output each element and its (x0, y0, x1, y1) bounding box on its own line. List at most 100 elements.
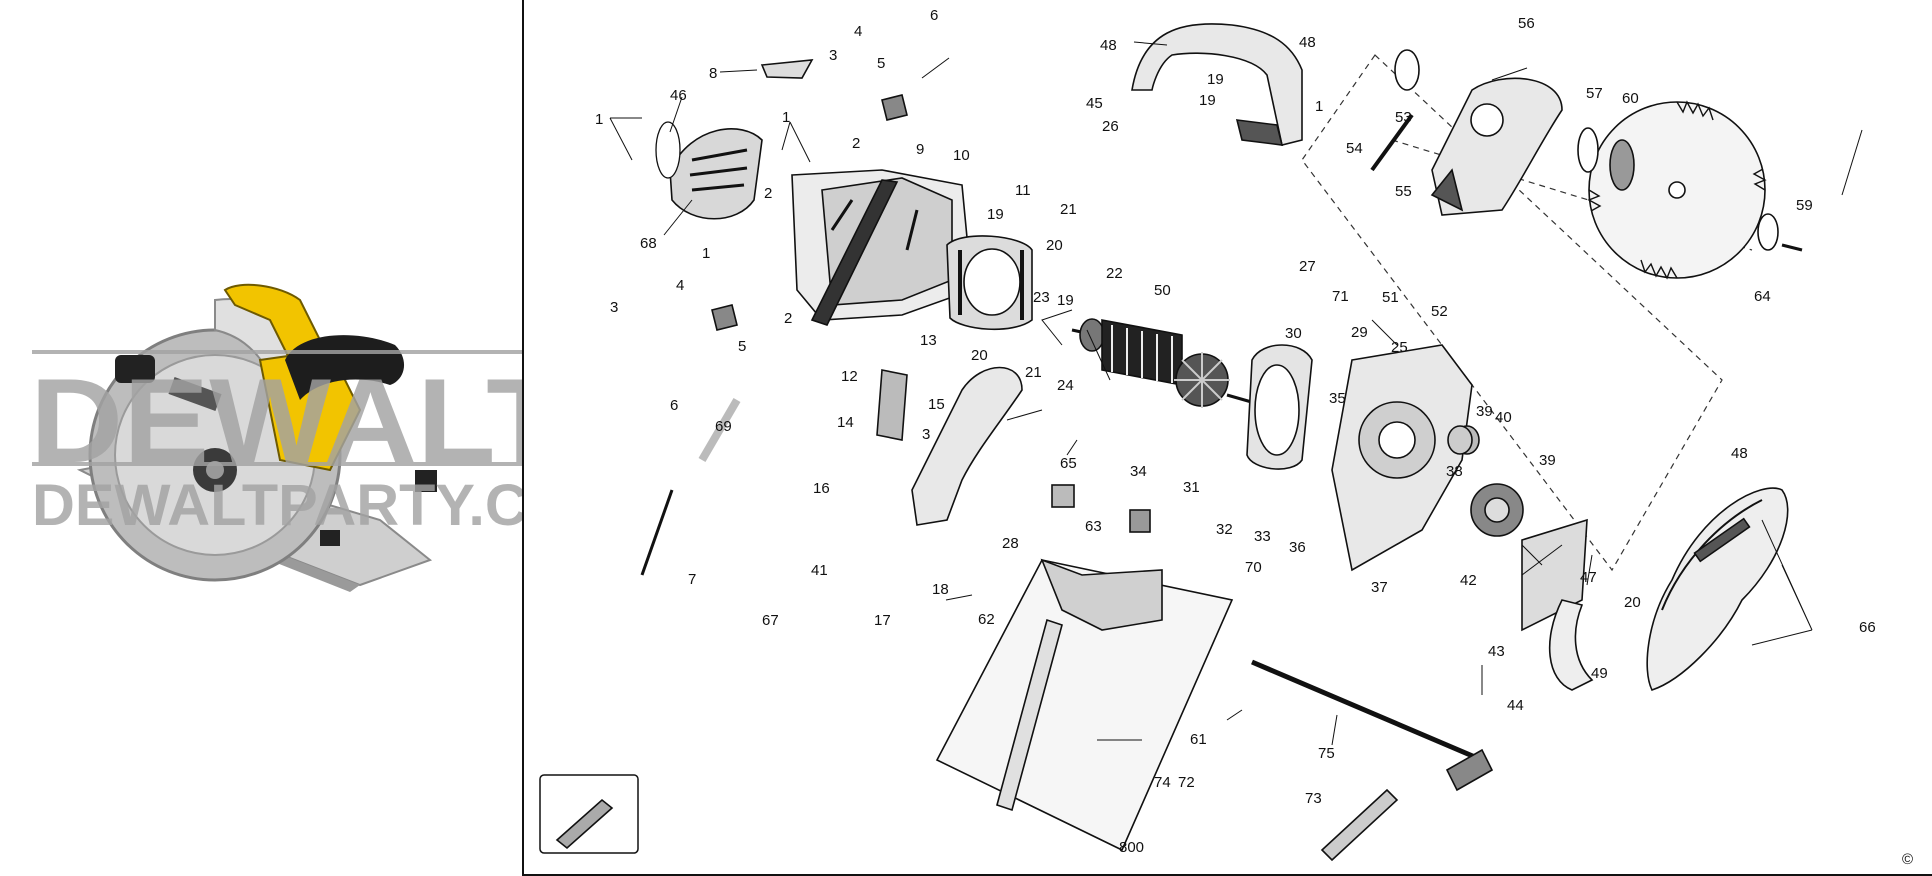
part-label: 69 (715, 418, 732, 435)
part-label: 74 (1154, 774, 1171, 791)
part-label: 62 (978, 611, 995, 628)
part-label: 14 (837, 414, 854, 431)
part-label: 5 (877, 55, 885, 72)
part-saw-blade (1587, 100, 1767, 280)
part-label: 4 (854, 23, 862, 40)
part-front-handle (911, 366, 1023, 526)
part-lower-guard (1646, 487, 1789, 691)
part-label: 1 (595, 111, 603, 128)
part-label: 49 (1591, 665, 1608, 682)
part-label: 48 (1100, 37, 1117, 54)
part-label: 2 (764, 185, 772, 202)
blade-alignment-dashed-line (1301, 54, 1723, 572)
part-label: 6 (670, 397, 678, 414)
part-label: 41 (811, 562, 828, 579)
part-label: 46 (670, 87, 687, 104)
watermark: DEWALT DEWALTPARTY.CZ ® (30, 350, 522, 538)
part-label: 21 (1025, 364, 1042, 381)
part-fan-baffle (1246, 344, 1313, 470)
part-label: 10 (953, 147, 970, 164)
part-label: 73 (1305, 790, 1322, 807)
part-label: 800 (1119, 839, 1144, 856)
part-label: 1 (702, 245, 710, 262)
part-label: 38 (1446, 463, 1463, 480)
part-label: 24 (1057, 377, 1074, 394)
part-label: 8 (709, 65, 717, 82)
watermark-brand: DEWALT (30, 354, 522, 488)
part-field-coil (946, 235, 1033, 331)
part-label: 48 (1299, 34, 1316, 51)
product-photo-panel: DEWALT DEWALTPARTY.CZ ® (0, 0, 522, 876)
part-label: 36 (1289, 539, 1306, 556)
part-label: 23 (1033, 289, 1050, 306)
part-label: 19 (1207, 71, 1224, 88)
part-label: 3 (922, 426, 930, 443)
part-label: 50 (1154, 282, 1171, 299)
part-label: 63 (1085, 518, 1102, 535)
part-label: 12 (841, 368, 858, 385)
part-label: 55 (1395, 183, 1412, 200)
part-label: 57 (1586, 85, 1603, 102)
part-armature (1071, 318, 1263, 408)
part-label: 70 (1245, 559, 1262, 576)
part-label: 42 (1460, 572, 1477, 589)
part-label: 39 (1539, 452, 1556, 469)
part-gear (1470, 483, 1524, 537)
saw-illustration (76, 283, 437, 592)
part-label: 19 (1199, 92, 1216, 109)
part-label: 53 (1395, 109, 1412, 126)
part-label: 39 (1476, 403, 1493, 420)
part-main-handle (1131, 23, 1303, 146)
part-gear-housing (1331, 344, 1480, 572)
part-label: 1 (782, 109, 790, 126)
parts-diagram-svg: 1 46 68 1 2 2 3 4 5 6 8 9 10 11 1 2 3 4 … (539, 7, 1913, 868)
part-label: 59 (1796, 197, 1813, 214)
part-label: 18 (932, 581, 949, 598)
part-label: 47 (1580, 569, 1597, 586)
part-label: 26 (1102, 118, 1119, 135)
part-label: 6 (930, 7, 938, 24)
part-label: 20 (971, 347, 988, 364)
part-label: 52 (1431, 303, 1448, 320)
part-label: 66 (1859, 619, 1876, 636)
part-label: 2 (784, 310, 792, 327)
part-label: 29 (1351, 324, 1368, 341)
part-label: 32 (1216, 521, 1233, 538)
part-label: 28 (1002, 535, 1019, 552)
part-label: 56 (1518, 15, 1535, 32)
part-label: 33 (1254, 528, 1271, 545)
part-label: 1 (1315, 98, 1323, 115)
part-label: 20 (1046, 237, 1063, 254)
watermark-site: DEWALTPARTY.CZ (32, 473, 522, 538)
part-label: 7 (688, 571, 696, 588)
part-label: 4 (676, 277, 684, 294)
part-label: 67 (762, 612, 779, 629)
part-label: 22 (1106, 265, 1123, 282)
part-label: 3 (610, 299, 618, 316)
part-label: 16 (813, 480, 830, 497)
part-base-plate (935, 558, 1234, 852)
part-label: 71 (1332, 288, 1349, 305)
part-label: 34 (1130, 463, 1147, 480)
part-label: 31 (1183, 479, 1200, 496)
part-label: 13 (920, 332, 937, 349)
part-label: 3 (829, 47, 837, 64)
part-motor-housing (791, 169, 973, 326)
part-label: 43 (1488, 643, 1505, 660)
part-label: 64 (1754, 288, 1771, 305)
part-label: 21 (1060, 201, 1077, 218)
part-label: 54 (1346, 140, 1363, 157)
exploded-parts-diagram: 1 46 68 1 2 2 3 4 5 6 8 9 10 11 1 2 3 4 … (522, 0, 1932, 876)
part-label: 27 (1299, 258, 1316, 275)
part-wrench (1320, 788, 1399, 862)
part-label: 37 (1371, 579, 1388, 596)
copyright-mark: © (1902, 851, 1913, 868)
part-label: 60 (1622, 90, 1639, 107)
part-label: 45 (1086, 95, 1103, 112)
part-label: 9 (916, 141, 924, 158)
part-label: 15 (928, 396, 945, 413)
circular-saw-photo: DEWALT DEWALTPARTY.CZ ® (30, 283, 522, 592)
part-label: 25 (1391, 339, 1408, 356)
part-label: 2 (852, 135, 860, 152)
part-label: 40 (1495, 409, 1512, 426)
